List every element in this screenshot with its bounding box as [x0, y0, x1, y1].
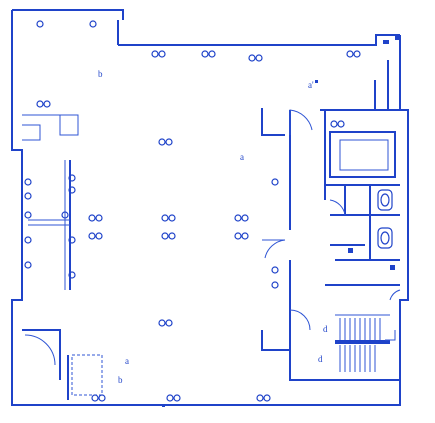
label-corner-area: a' — [308, 80, 314, 90]
door-stair — [289, 309, 311, 331]
fixture-misc — [162, 36, 399, 407]
wall-east — [399, 35, 409, 405]
closet-small — [22, 124, 41, 141]
fixture-south — [91, 178, 279, 402]
door-east-1 — [289, 109, 313, 135]
left-closets — [22, 114, 79, 290]
toilet-2 — [377, 227, 393, 249]
label-north-office: b — [98, 69, 103, 79]
stair-landing-rail — [335, 340, 390, 344]
label-stair-down-1: d — [323, 324, 328, 334]
partition-north — [261, 108, 285, 136]
south-west-room — [22, 329, 103, 400]
core-rooms — [325, 131, 400, 286]
toilet-1 — [377, 189, 393, 211]
toilet-bowl-2 — [380, 231, 390, 245]
label-lobby: a — [125, 356, 129, 366]
wall-west — [11, 10, 401, 406]
stair-arrow — [385, 330, 396, 341]
sw-door-swing — [24, 334, 56, 366]
wall-north-west — [12, 9, 124, 20]
fixture-row-top — [36, 20, 361, 128]
partition-south — [261, 310, 291, 351]
elevator-shaft — [329, 131, 396, 178]
stair-enclosure — [289, 300, 400, 381]
label-main-area: a — [240, 152, 244, 162]
door-east-3 — [389, 289, 401, 301]
sw-closet-dashed — [71, 354, 103, 396]
door-wc-1 — [329, 199, 346, 216]
outer-walls — [11, 9, 409, 406]
elevator-car — [339, 139, 389, 171]
sw-wall-1 — [22, 329, 61, 380]
toilet-bowl-1 — [380, 193, 390, 207]
staircase — [289, 300, 400, 381]
room-labels: b a a' d d a b — [98, 69, 328, 385]
stair-treads — [339, 318, 381, 372]
sink-2 — [390, 265, 395, 270]
door-east-2 — [262, 239, 286, 259]
fixture-grid-center — [88, 138, 249, 327]
label-lower-room: b — [118, 375, 123, 385]
central-partitions — [261, 60, 400, 351]
ceiling-fixtures — [24, 20, 399, 407]
label-stair-down-2: d — [318, 354, 323, 364]
doors — [262, 109, 401, 331]
wall-north — [118, 34, 400, 46]
closet-top — [22, 114, 79, 136]
fixture-west-columns — [24, 174, 76, 279]
sink-1 — [348, 248, 353, 253]
